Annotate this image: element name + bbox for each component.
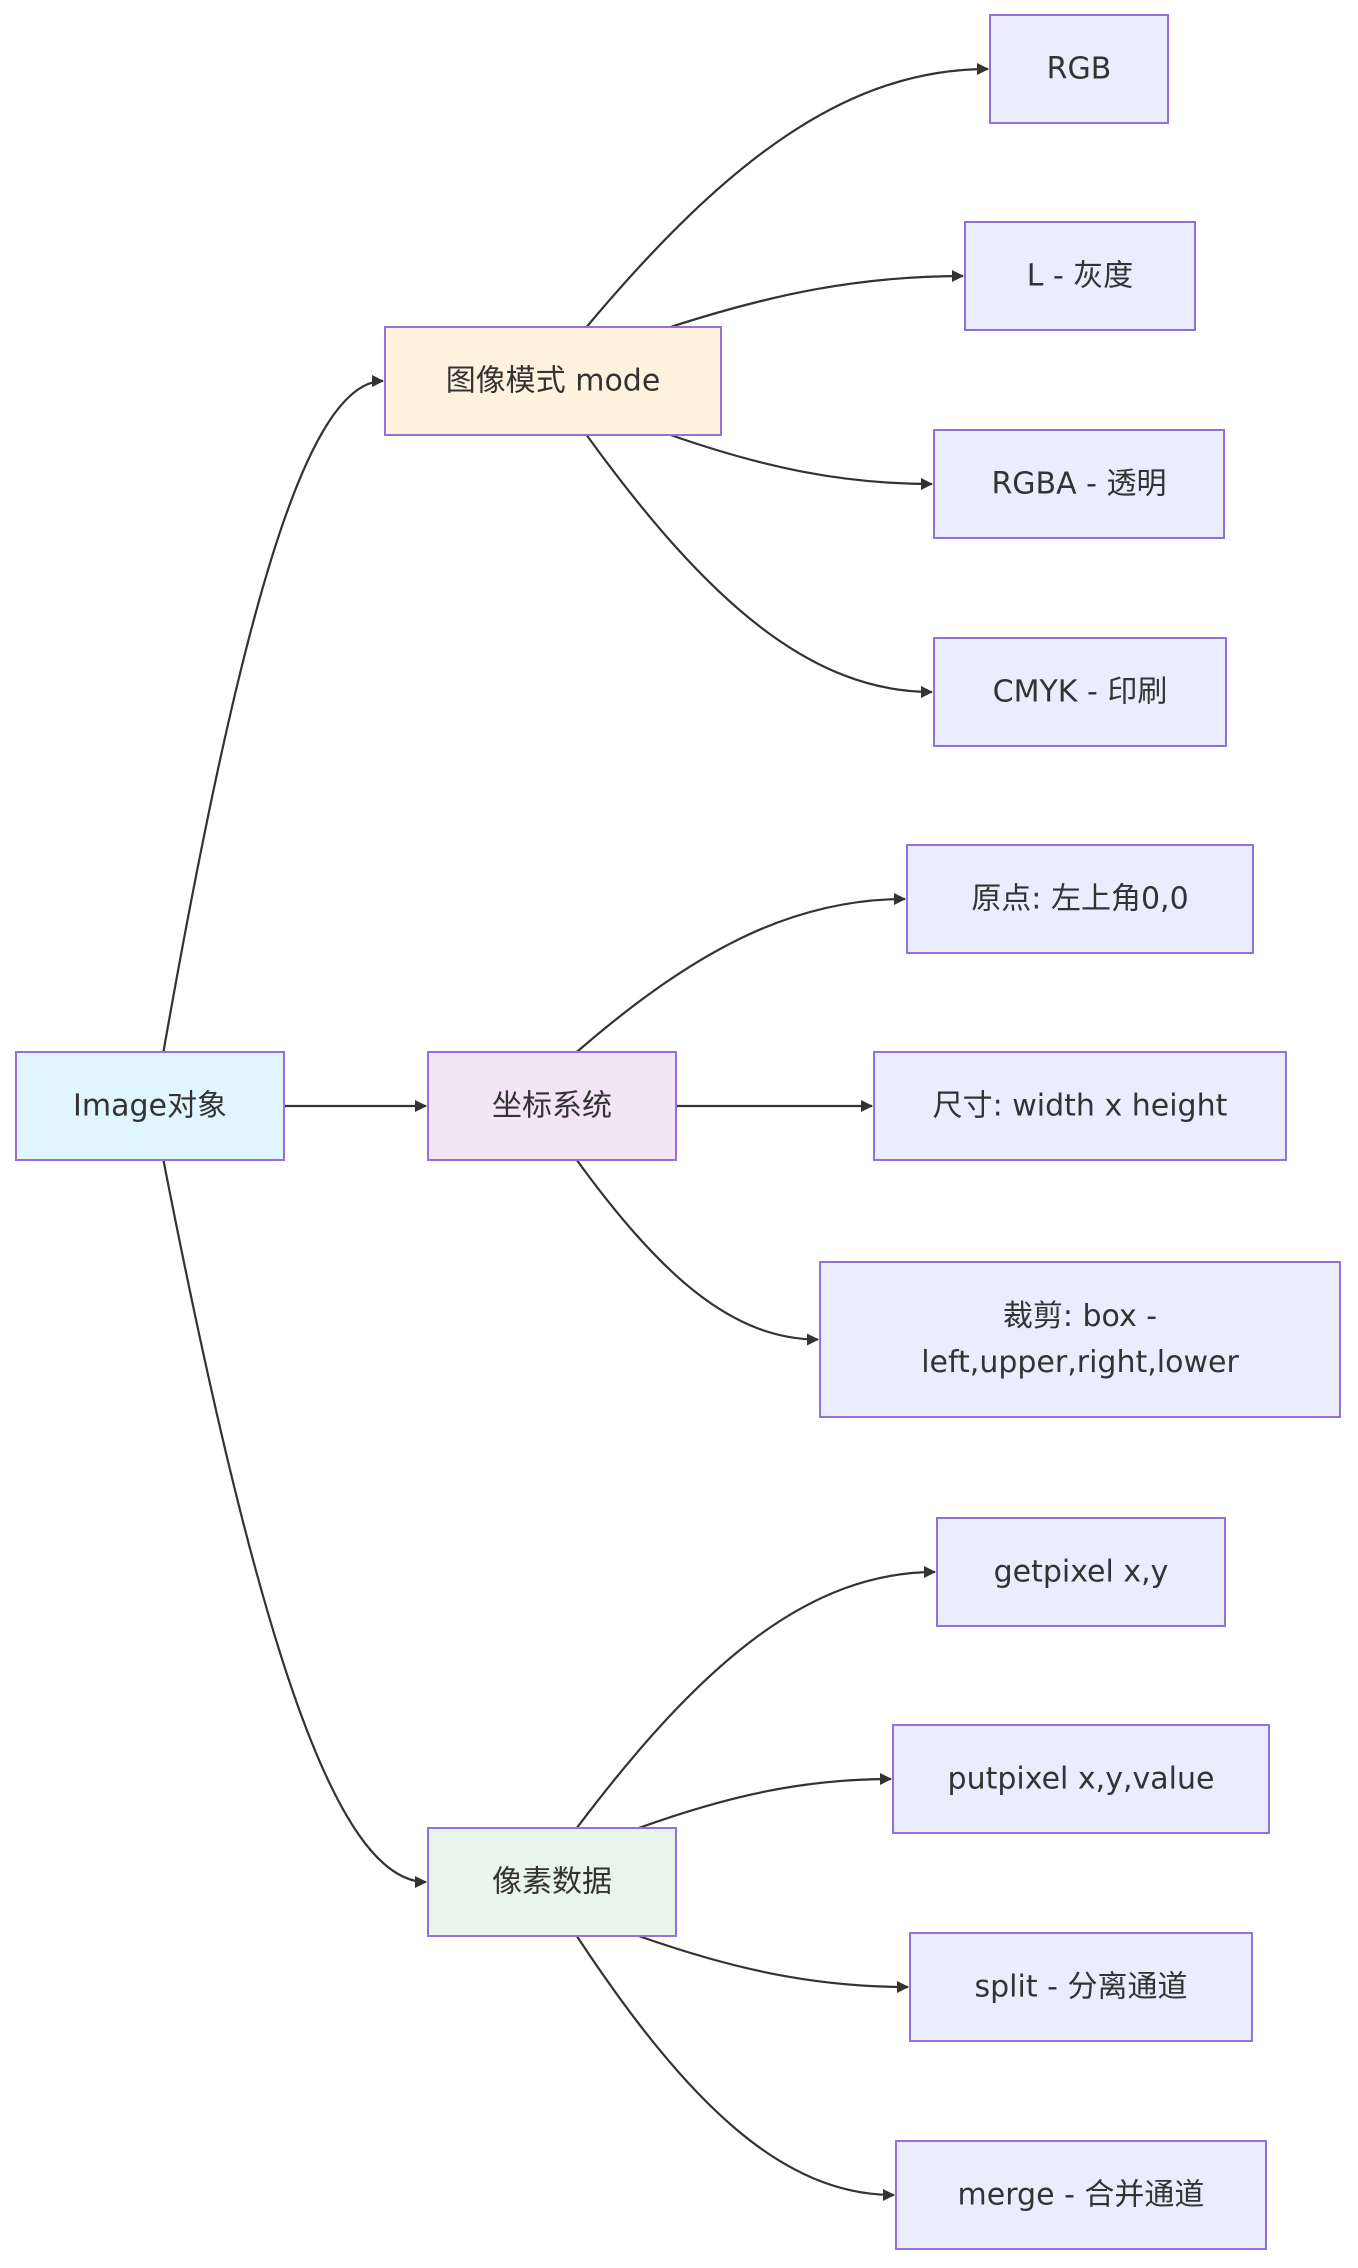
node-getpixel-box bbox=[936, 1517, 1226, 1627]
edge-mode-to-l bbox=[670, 270, 964, 329]
node-image-label: Image对象 bbox=[73, 1089, 227, 1124]
node-getpixel: getpixel x,y bbox=[936, 1517, 1226, 1627]
node-origin-box bbox=[906, 844, 1254, 954]
edge-coord-to-crop bbox=[575, 1159, 819, 1346]
node-image-box bbox=[15, 1051, 285, 1161]
node-pixel-box bbox=[427, 1827, 677, 1937]
edge-mode-to-rgba bbox=[670, 433, 933, 490]
node-coord: 坐标系统 bbox=[427, 1051, 677, 1161]
node-cmyk-label: CMYK - 印刷 bbox=[993, 675, 1168, 710]
node-size: 尺寸: width x height bbox=[873, 1051, 1287, 1161]
node-origin: 原点: 左上角0,0 bbox=[906, 844, 1254, 954]
node-coord-box bbox=[427, 1051, 677, 1161]
edge-pixel-to-split bbox=[638, 1934, 909, 1993]
node-mode-label: 图像模式 mode bbox=[446, 364, 661, 399]
node-rgba-label: RGBA - 透明 bbox=[991, 467, 1166, 502]
node-size-box bbox=[873, 1051, 1287, 1161]
node-mode: 图像模式 mode bbox=[384, 326, 722, 436]
node-crop-box bbox=[819, 1261, 1341, 1418]
node-coord-label: 坐标系统 bbox=[492, 1089, 612, 1124]
node-crop-label: left,upper,right,lower bbox=[921, 1345, 1239, 1380]
node-crop: 裁剪: box - left,upper,right,lower bbox=[819, 1261, 1341, 1418]
node-rgba-box bbox=[933, 429, 1225, 539]
node-split: split - 分离通道 bbox=[909, 1932, 1253, 2042]
node-l: L - 灰度 bbox=[964, 221, 1196, 331]
edge-image-to-mode bbox=[162, 375, 384, 1053]
edge-pixel-to-putpixel bbox=[638, 1773, 892, 1830]
node-putpixel-label: putpixel x,y,value bbox=[948, 1762, 1215, 1797]
node-mode-box bbox=[384, 326, 722, 436]
node-rgb-label: RGB bbox=[1047, 52, 1112, 87]
edge-image-to-pixel bbox=[162, 1159, 427, 1888]
node-rgb: RGB bbox=[989, 14, 1169, 124]
node-rgb-box bbox=[989, 14, 1169, 124]
edges-layer bbox=[162, 63, 989, 2201]
node-putpixel-box bbox=[892, 1724, 1270, 1834]
node-l-box bbox=[964, 221, 1196, 331]
node-origin-label: 原点: 左上角0,0 bbox=[971, 882, 1188, 917]
node-getpixel-label: getpixel x,y bbox=[994, 1555, 1169, 1590]
node-pixel-label: 像素数据 bbox=[492, 1865, 612, 1900]
node-merge-box bbox=[895, 2140, 1267, 2250]
node-crop-label: 裁剪: box - bbox=[1003, 1299, 1157, 1334]
node-pixel: 像素数据 bbox=[427, 1827, 677, 1937]
node-split-box bbox=[909, 1932, 1253, 2042]
node-merge: merge - 合并通道 bbox=[895, 2140, 1267, 2250]
edge-mode-to-cmyk bbox=[585, 434, 933, 698]
edge-pixel-to-getpixel bbox=[575, 1566, 936, 1829]
node-image: Image对象 bbox=[15, 1051, 285, 1161]
edge-coord-to-origin bbox=[576, 893, 906, 1053]
node-cmyk-box bbox=[933, 637, 1227, 747]
node-merge-label: merge - 合并通道 bbox=[958, 2178, 1205, 2213]
node-cmyk: CMYK - 印刷 bbox=[933, 637, 1227, 747]
node-l-label: L - 灰度 bbox=[1027, 259, 1134, 294]
node-putpixel: putpixel x,y,value bbox=[892, 1724, 1270, 1834]
edge-mode-to-rgb bbox=[585, 63, 989, 328]
edge-pixel-to-merge bbox=[575, 1935, 895, 2201]
node-rgba: RGBA - 透明 bbox=[933, 429, 1225, 539]
node-size-label: 尺寸: width x height bbox=[933, 1089, 1228, 1124]
node-split-label: split - 分离通道 bbox=[974, 1970, 1187, 2005]
